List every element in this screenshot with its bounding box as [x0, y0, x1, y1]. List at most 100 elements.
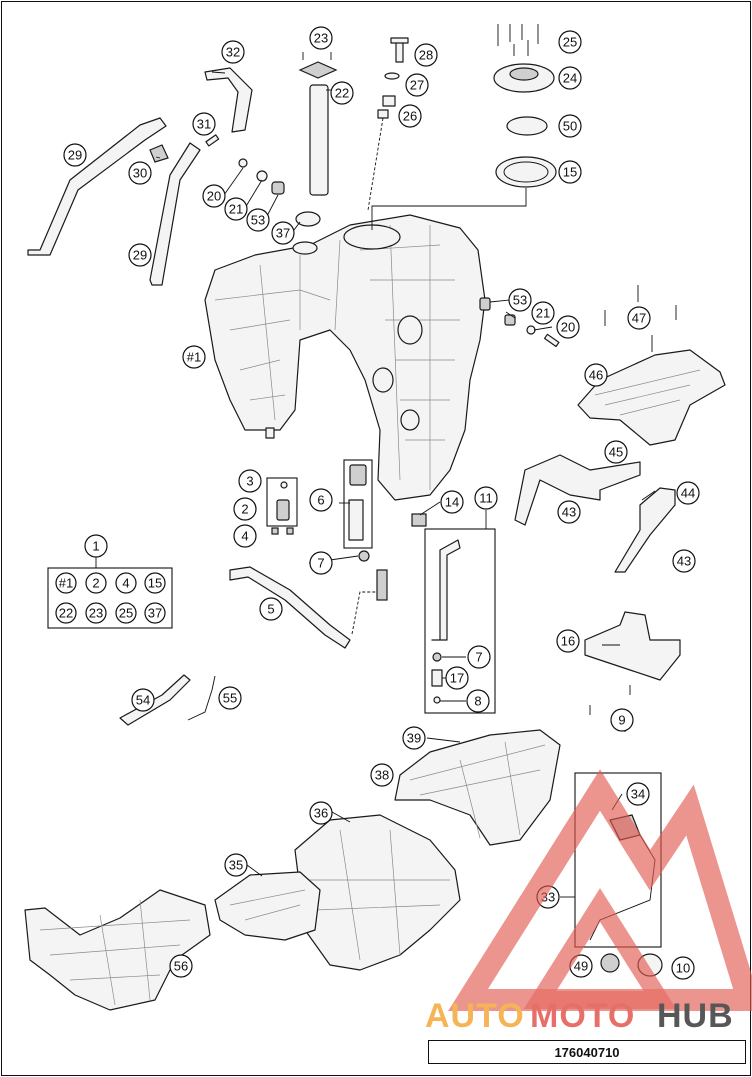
screw-4b [286, 527, 294, 535]
watermark-auto: AUTO [425, 997, 525, 1035]
callout-label: 25 [563, 35, 577, 50]
callout-circle [672, 549, 696, 573]
callout-label: 36 [314, 806, 328, 821]
callout-2: 2 [233, 497, 257, 521]
bracket-16 [584, 611, 681, 681]
clip-7 [432, 652, 442, 662]
callout-circle [169, 954, 193, 978]
kit-box: #1 2 4 15 22 23 25 37 [47, 557, 173, 629]
callout-circle [63, 143, 87, 167]
watermark-moto: MOTO [530, 997, 635, 1035]
callout-circle [557, 500, 581, 524]
callout-circle [558, 160, 582, 184]
callout-circle [474, 486, 498, 510]
callout-num-1: #1 [182, 345, 206, 369]
sensor-2 [276, 499, 290, 521]
callout-circle [218, 686, 242, 710]
callout-8: 8 [466, 689, 490, 713]
callout-label: 50 [563, 119, 577, 134]
callout-label: 29 [133, 248, 147, 263]
callout-29: 29 [63, 143, 87, 167]
kit-item: 15 [148, 576, 162, 591]
callout-circle [246, 208, 270, 232]
callout-label: 47 [632, 311, 646, 326]
callout-45: 45 [604, 440, 628, 464]
clip-30 [149, 144, 169, 163]
callout-label: 28 [419, 48, 433, 63]
callout-label: 21 [229, 202, 243, 217]
callout-47: 47 [627, 306, 651, 330]
callout-circle [202, 184, 226, 208]
callout-21: 21 [224, 197, 248, 221]
callout-label: 10 [676, 961, 690, 976]
callout-circle [309, 801, 333, 825]
callout-label: 20 [561, 320, 575, 335]
tube-11 [431, 539, 461, 641]
callout-24: 24 [558, 66, 582, 90]
group-box-11 [424, 528, 496, 714]
callout-circle [309, 488, 333, 512]
seat-39 [394, 729, 561, 846]
valve-5 [376, 569, 388, 601]
callout-circle [402, 726, 426, 750]
callout-34: 34 [626, 782, 650, 806]
callout-1: 1 [84, 534, 108, 558]
callout-circle [558, 66, 582, 90]
fuel-tank-drawing [204, 214, 486, 501]
callout-circle [131, 688, 155, 712]
wire-55 [187, 675, 216, 721]
callout-44: 44 [676, 481, 700, 505]
callout-label: 2 [241, 502, 248, 517]
callout-circle [224, 197, 248, 221]
fastener-set-right [479, 297, 560, 348]
callout-circle [128, 243, 152, 267]
callout-circle [604, 440, 628, 464]
callout-label: 32 [226, 45, 240, 60]
callout-27: 27 [405, 73, 429, 97]
callout-label: 46 [589, 368, 603, 383]
callout-23: 23 [309, 26, 333, 50]
callout-16: 16 [556, 629, 580, 653]
hose-29-upper [27, 117, 167, 256]
callout-label: 15 [563, 165, 577, 180]
callout-17: 17 [445, 666, 469, 690]
callout-label: 53 [513, 293, 527, 308]
callout-11: 11 [474, 486, 498, 510]
callout-15: 15 [558, 160, 582, 184]
kit-item: 37 [148, 606, 162, 621]
callout-20: 20 [556, 315, 580, 339]
callout-circle [508, 288, 532, 312]
callout-4: 4 [233, 524, 257, 548]
seat-base-35 [214, 871, 321, 941]
callout-circle [466, 689, 490, 713]
callout-22: 22 [330, 81, 354, 105]
callout-label: 45 [609, 445, 623, 460]
screw-4a [271, 527, 279, 535]
callout-label: 21 [536, 306, 550, 321]
callout-circle [556, 315, 580, 339]
callout-label: 7 [317, 556, 324, 571]
callout-26: 26 [398, 104, 422, 128]
bracket-44 [614, 487, 676, 573]
callout-label: 27 [410, 78, 424, 93]
callout-label: 31 [197, 117, 211, 132]
callout-circle [221, 40, 245, 64]
callout-label: 49 [574, 959, 588, 974]
callout-label: 20 [207, 189, 221, 204]
callout-label: 7 [475, 650, 482, 665]
callout-3: 3 [238, 469, 262, 493]
kit-item: 25 [119, 606, 133, 621]
callout-circle [405, 73, 429, 97]
callout-label: 8 [474, 694, 481, 709]
callout-circle [531, 301, 555, 325]
callout-label: 56 [174, 959, 188, 974]
callout-circle [259, 597, 283, 621]
callout-38: 38 [370, 763, 394, 787]
callout-46: 46 [584, 363, 608, 387]
callout-56: 56 [169, 954, 193, 978]
kit-item: 2 [92, 576, 99, 591]
rack-bracket-46 [577, 285, 726, 446]
callout-circle [192, 112, 216, 136]
callout-label: 16 [561, 634, 575, 649]
